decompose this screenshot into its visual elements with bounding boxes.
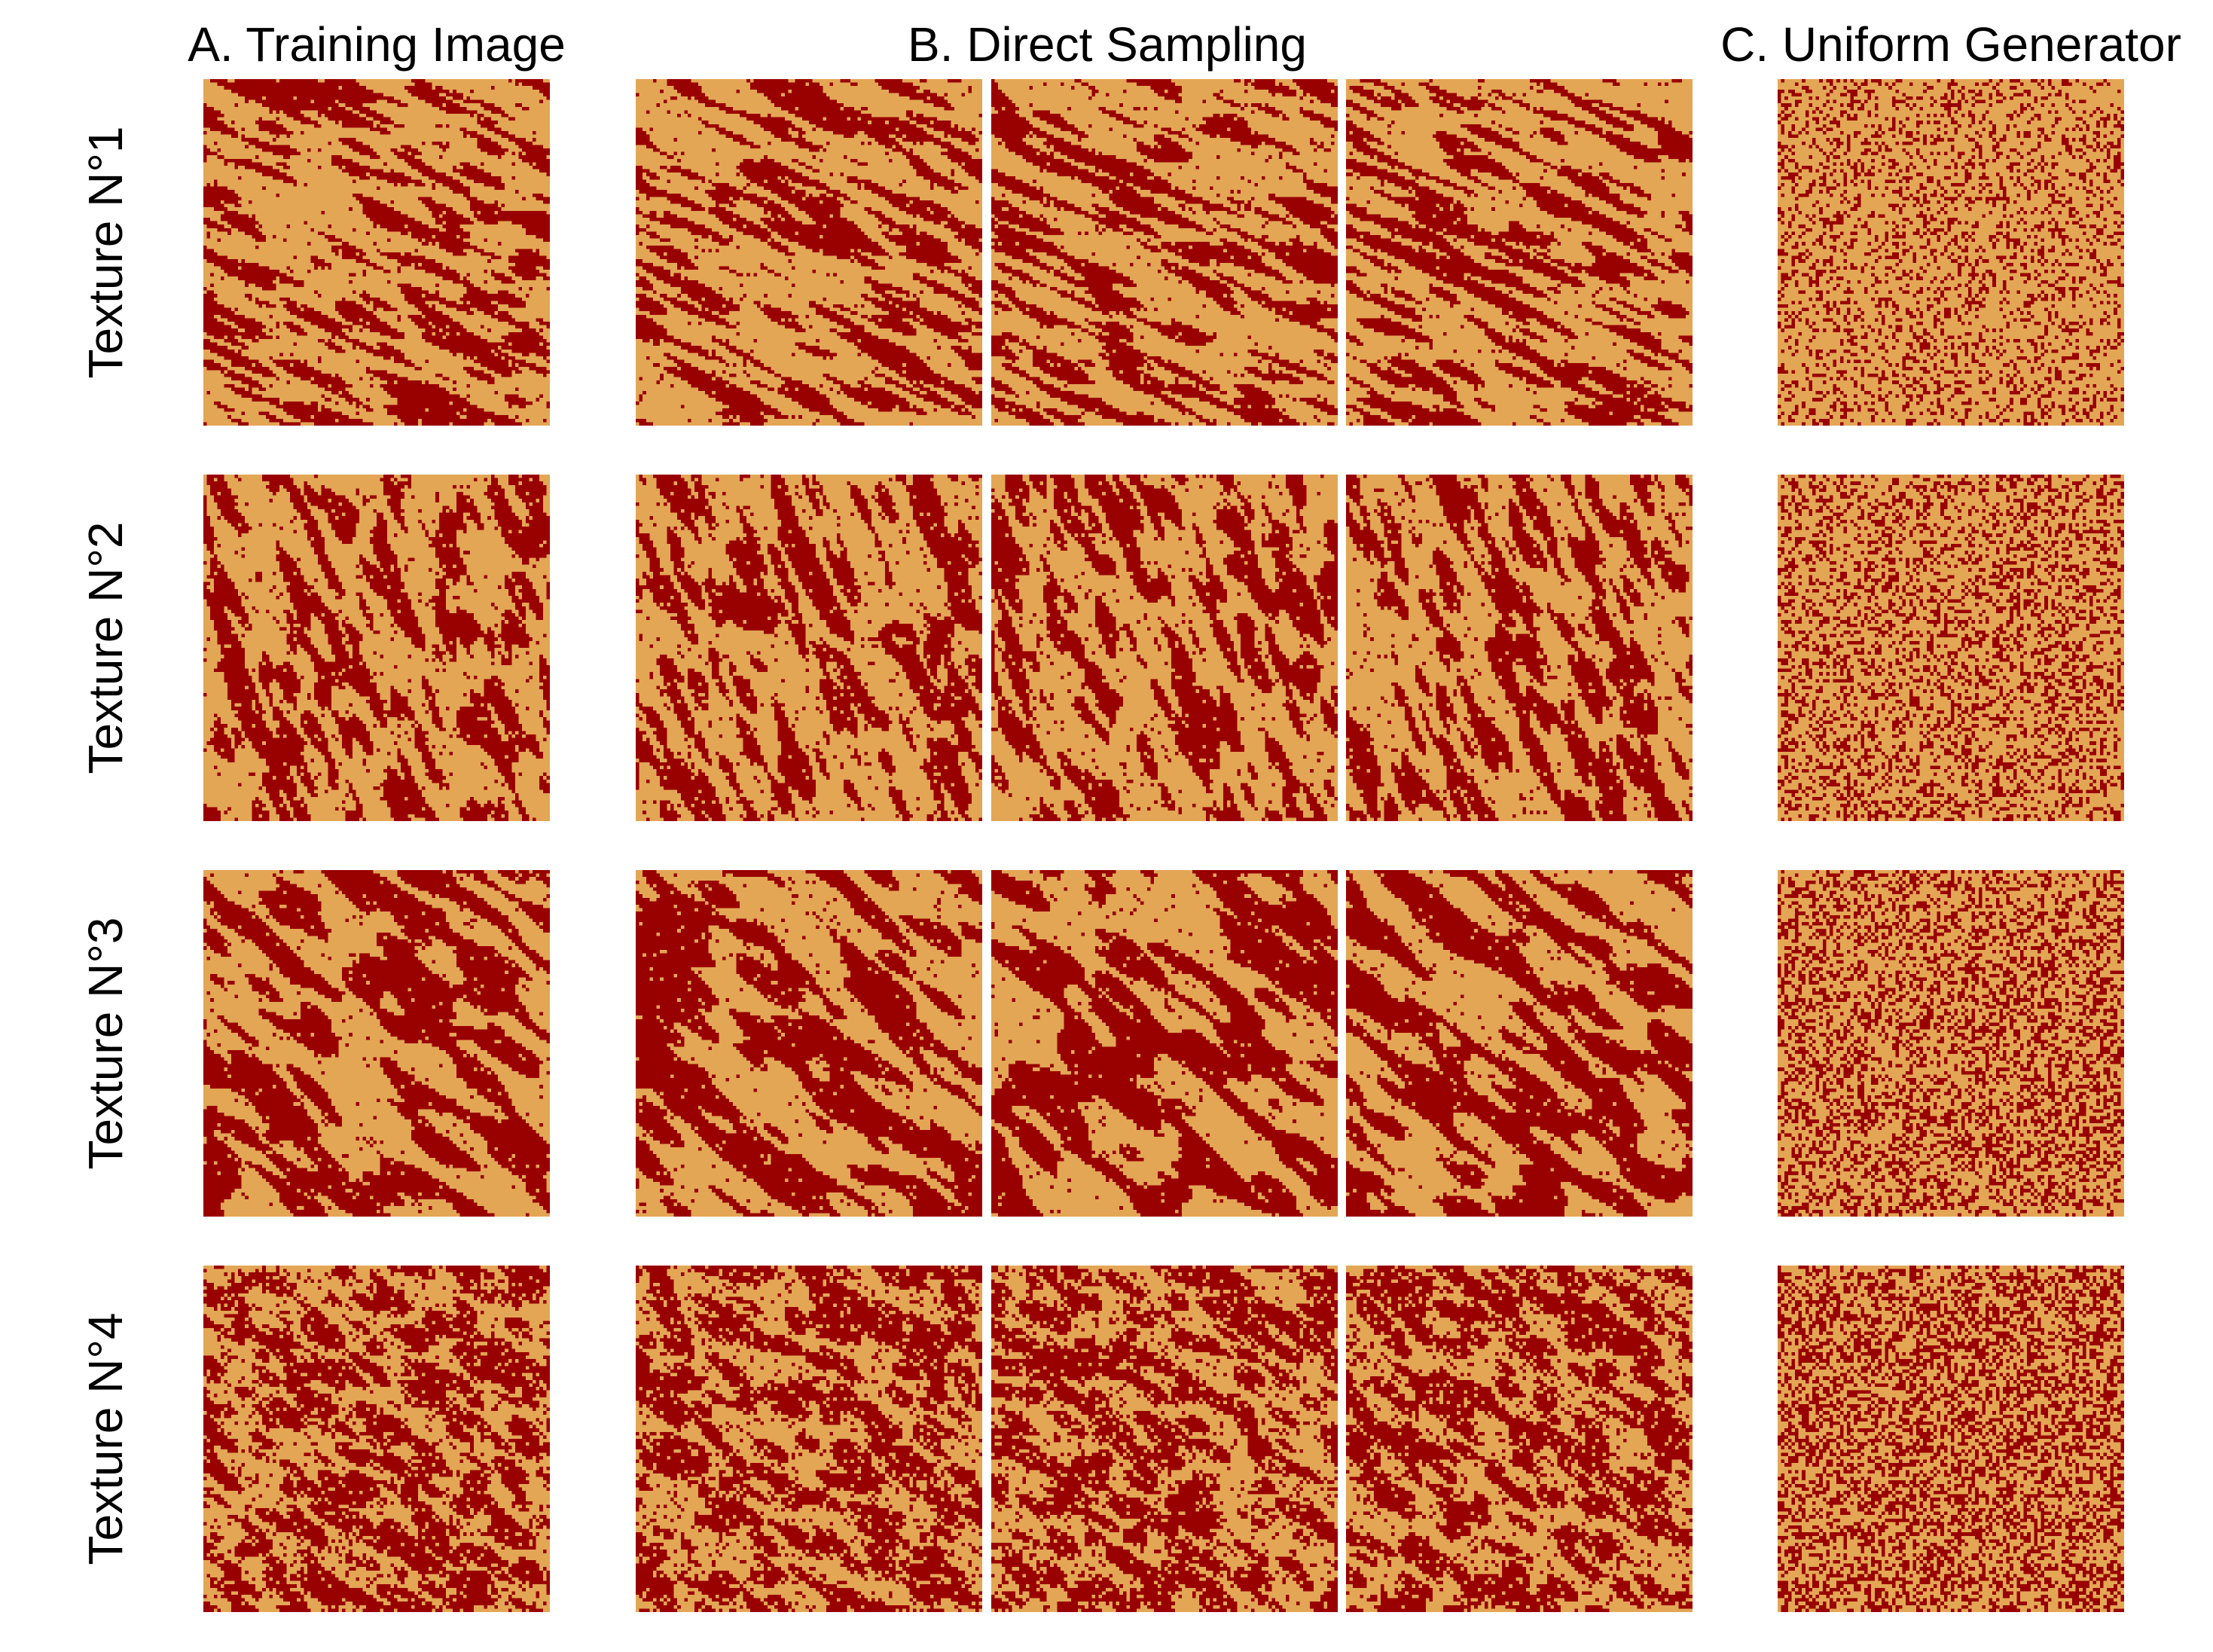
- training-image-texture-4: [203, 1266, 550, 1612]
- row-label-texture-2: Texture N°2: [78, 521, 133, 774]
- training-image-texture-1: [203, 79, 550, 426]
- training-image-texture-3: [203, 870, 550, 1217]
- direct-sampling-texture-3-realization-3: [1346, 870, 1693, 1217]
- column-header-training-image: A. Training Image: [188, 17, 566, 72]
- direct-sampling-texture-1-realization-3: [1346, 79, 1693, 426]
- direct-sampling-texture-1-realization-1: [636, 79, 982, 426]
- direct-sampling-texture-3-realization-2: [991, 870, 1338, 1217]
- direct-sampling-texture-1-realization-2: [991, 79, 1338, 426]
- direct-sampling-texture-2-realization-2: [991, 475, 1338, 821]
- column-header-direct-sampling: B. Direct Sampling: [908, 17, 1307, 72]
- column-header-uniform-generator: C. Uniform Generator: [1720, 17, 2181, 72]
- direct-sampling-texture-2-realization-3: [1346, 475, 1693, 821]
- direct-sampling-texture-3-realization-1: [636, 870, 982, 1217]
- direct-sampling-texture-4-realization-1: [636, 1266, 982, 1612]
- uniform-generator-texture-2: [1778, 475, 2124, 821]
- uniform-generator-texture-3: [1778, 870, 2124, 1217]
- direct-sampling-texture-4-realization-2: [991, 1266, 1338, 1612]
- direct-sampling-texture-4-realization-3: [1346, 1266, 1693, 1612]
- direct-sampling-texture-2-realization-1: [636, 475, 982, 821]
- uniform-generator-texture-1: [1778, 79, 2124, 426]
- row-label-texture-4: Texture N°4: [78, 1312, 133, 1565]
- uniform-generator-texture-4: [1778, 1266, 2124, 1612]
- row-label-texture-1: Texture N°1: [78, 126, 133, 379]
- row-label-texture-3: Texture N°3: [78, 917, 133, 1170]
- training-image-texture-2: [203, 475, 550, 821]
